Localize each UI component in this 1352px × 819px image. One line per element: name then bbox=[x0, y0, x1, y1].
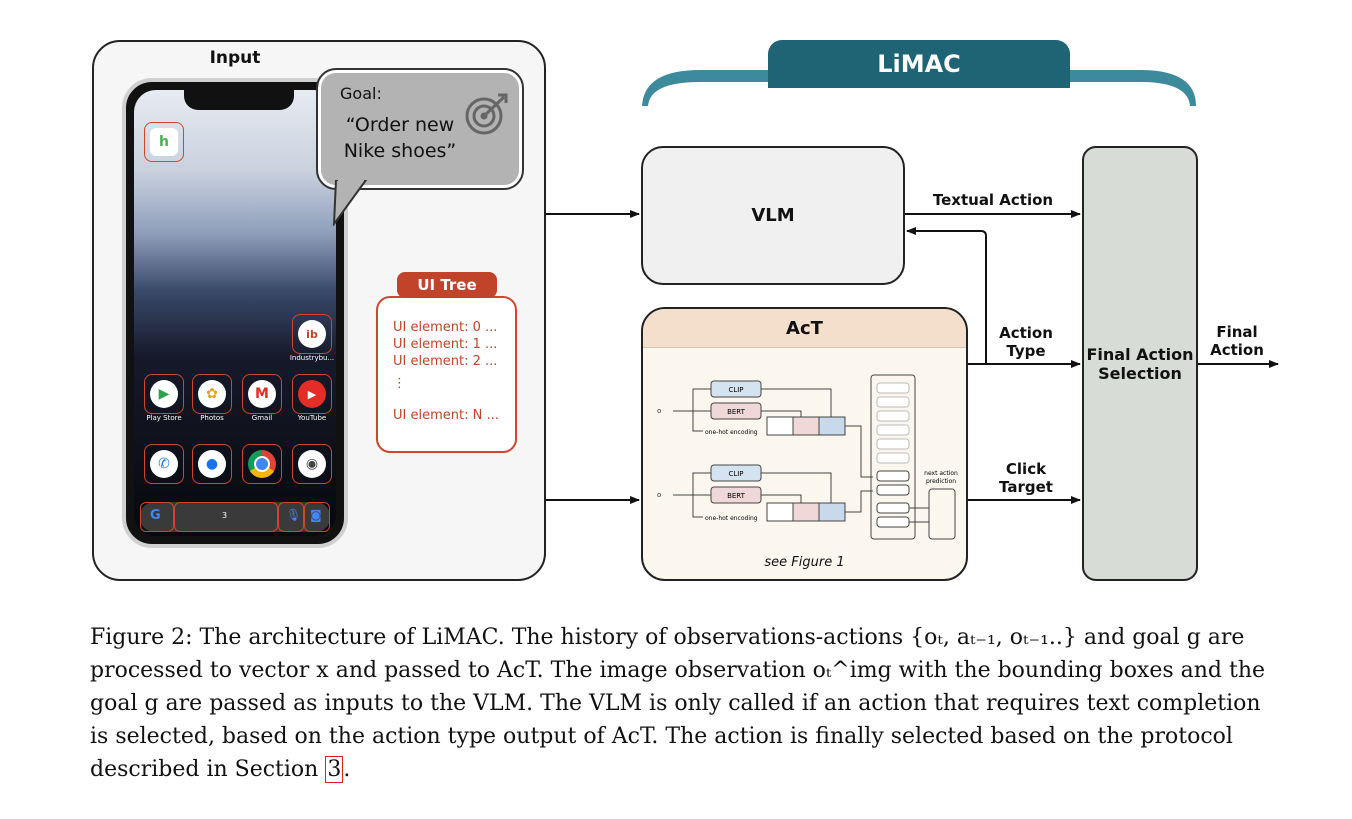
chrome-icon bbox=[248, 450, 276, 478]
app-photos: ✿ Photos bbox=[192, 374, 232, 422]
google-icon: G bbox=[150, 508, 161, 523]
token-column bbox=[870, 374, 916, 540]
goal-text: “Order new Nike shoes” bbox=[343, 114, 457, 162]
final-action-label-2: Action bbox=[1210, 341, 1264, 359]
bounding-box bbox=[278, 502, 304, 532]
app-label: YouTube bbox=[297, 414, 327, 422]
app-label: Gmail bbox=[251, 414, 273, 422]
app-phone: ✆ bbox=[144, 444, 184, 492]
bert-label: BERT bbox=[727, 408, 746, 416]
app-play-store: ▶ Play Store bbox=[144, 374, 184, 422]
youtube-icon: ▶ bbox=[298, 380, 326, 408]
phone-mockup: h ib Industrybu... ▶ Play Store ✿ Photos… bbox=[122, 78, 348, 548]
act-footer: see Figure 1 bbox=[764, 555, 845, 570]
messages-icon: ● bbox=[198, 450, 226, 478]
caption-end: . bbox=[343, 757, 351, 782]
bounding-box bbox=[304, 502, 330, 532]
ui-element-1: UI element: 1 ... bbox=[393, 337, 498, 352]
textual-action-label: Textual Action bbox=[932, 191, 1054, 209]
section-reference-link[interactable]: 3 bbox=[325, 756, 344, 783]
bounding-box bbox=[192, 444, 232, 484]
observation-label: o bbox=[657, 491, 661, 499]
bounding-box bbox=[292, 314, 332, 354]
onehot-label: one-hot encoding bbox=[705, 429, 758, 436]
phone-screen: h ib Industrybu... ▶ Play Store ✿ Photos… bbox=[134, 90, 336, 536]
clip-label: CLIP bbox=[728, 470, 743, 478]
photos-icon: ✿ bbox=[198, 380, 226, 408]
camera-icon: ◉ bbox=[298, 450, 326, 478]
click-target-label-2: Target bbox=[999, 478, 1053, 496]
action-type-label-1: Action bbox=[999, 324, 1053, 342]
phone-notch bbox=[184, 90, 294, 110]
bounding-box bbox=[292, 374, 332, 414]
final-action-label-1: Final bbox=[1216, 323, 1258, 341]
act-box: AcT o CLIP BERT one-hot encoding o CLIP … bbox=[641, 307, 968, 581]
bounding-box bbox=[144, 374, 184, 414]
goal-speech-bubble bbox=[316, 68, 524, 190]
act-inner-diagram: o CLIP BERT one-hot encoding o CLIP BERT… bbox=[657, 374, 958, 540]
onehot-label: one-hot encoding bbox=[705, 515, 758, 522]
app-label: Industrybu... bbox=[289, 354, 335, 362]
caption-text: Figure 2: The architecture of LiMAC. The… bbox=[90, 625, 1266, 782]
ui-tree-box bbox=[376, 296, 517, 453]
app-camera: ◉ bbox=[292, 444, 332, 492]
next-action-label: next action bbox=[924, 470, 958, 477]
search-dock: G 3 🎙 ◙ bbox=[140, 502, 330, 532]
ui-element-2: UI element: 2 ... bbox=[393, 354, 498, 369]
bounding-box bbox=[242, 444, 282, 484]
bounding-box bbox=[144, 444, 184, 484]
app-label: Photos bbox=[200, 414, 224, 422]
clip-label: CLIP bbox=[728, 386, 743, 394]
speech-bubble-tail bbox=[332, 180, 368, 226]
mic-icon: 🎙 bbox=[286, 508, 302, 522]
bounding-box bbox=[242, 374, 282, 414]
prediction-head bbox=[928, 488, 956, 540]
app-houzz: h bbox=[144, 122, 184, 170]
industrybu-icon: ib bbox=[298, 320, 326, 348]
ui-element-0: UI element: 0 ... bbox=[393, 320, 498, 335]
act-title: AcT bbox=[643, 309, 966, 348]
gmail-icon: M bbox=[248, 380, 276, 408]
bert-label: BERT bbox=[727, 492, 746, 500]
app-youtube: ▶ YouTube bbox=[292, 374, 332, 422]
play-store-icon: ▶ bbox=[150, 380, 178, 408]
figure-caption: Figure 2: The architecture of LiMAC. The… bbox=[90, 621, 1282, 786]
final-action-selection-box: Final Action Selection bbox=[1082, 146, 1198, 581]
app-gmail: M Gmail bbox=[242, 374, 282, 422]
input-title: Input bbox=[209, 48, 261, 68]
observation-label: o bbox=[657, 407, 661, 415]
connector-arrows bbox=[546, 210, 1279, 504]
app-messages: ● bbox=[192, 444, 232, 492]
ui-tree-title: UI Tree bbox=[397, 272, 497, 298]
action-type-label-2: Type bbox=[1006, 342, 1046, 360]
click-target-label-1: Click bbox=[1005, 460, 1047, 478]
prediction-label: prediction bbox=[926, 478, 956, 485]
ui-element-ellipsis: ⋮ bbox=[393, 376, 406, 391]
houzz-icon: h bbox=[150, 128, 178, 156]
app-industrybu: ib Industrybu... bbox=[290, 314, 334, 362]
lens-icon: ◙ bbox=[310, 508, 322, 522]
app-chrome bbox=[242, 444, 282, 492]
ui-element-n: UI element: N ... bbox=[393, 408, 499, 423]
limac-title: LiMAC bbox=[768, 40, 1070, 88]
app-label: Play Store bbox=[146, 414, 182, 422]
vlm-box: VLM bbox=[641, 146, 905, 285]
phone-call-icon: ✆ bbox=[150, 450, 178, 478]
dock-number: 3 bbox=[222, 511, 228, 520]
bounding-box bbox=[140, 502, 174, 532]
bounding-box bbox=[192, 374, 232, 414]
bounding-box bbox=[144, 122, 184, 162]
goal-label: Goal: bbox=[340, 84, 382, 103]
bounding-box bbox=[292, 444, 332, 484]
bounding-box bbox=[174, 502, 278, 532]
target-icon bbox=[465, 93, 508, 135]
